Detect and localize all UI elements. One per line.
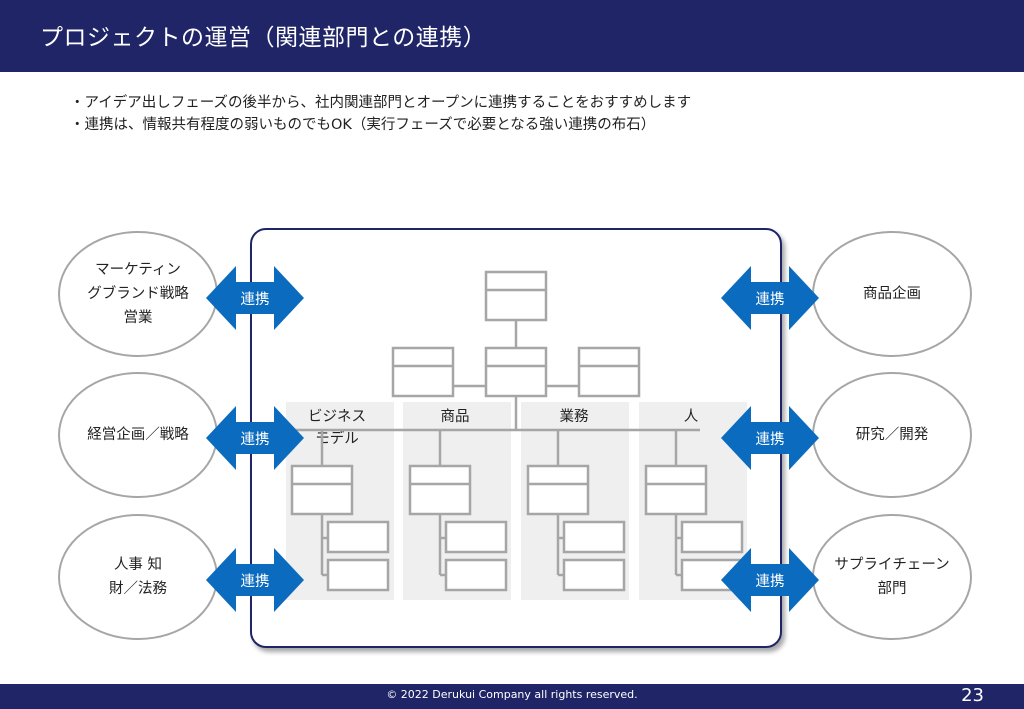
arrow-label: 連携 [755, 431, 785, 448]
link-arrow-right-2: 連携 [721, 406, 819, 470]
dept-label-line: 財／法務 [109, 581, 167, 597]
org-box [644, 464, 708, 516]
arrow-label: 連携 [240, 573, 270, 590]
arrow-label: 連携 [755, 291, 785, 308]
double-arrow-icon [721, 406, 819, 470]
arrow-label: 連携 [240, 431, 270, 448]
dept-research-development: 研究／開発 [812, 372, 972, 498]
arrow-label: 連携 [240, 291, 270, 308]
bullet-list: ・アイデア出しフェーズの後半から、社内関連部門とオープンに連携することをおすすめ… [70, 92, 691, 136]
org-box [562, 558, 626, 592]
dept-label-line: 営業 [123, 310, 153, 326]
dept-product-planning: 商品企画 [812, 231, 972, 357]
bullet-item: ・連携は、情報共有程度の弱いものでもOK（実行フェーズで必要となる強い連携の布石… [70, 117, 656, 133]
double-arrow-icon [206, 548, 304, 612]
double-arrow-icon [721, 548, 819, 612]
arrow-label: 連携 [755, 573, 785, 590]
copyright-text: © 2022 Derukui Company all rights reserv… [386, 688, 638, 701]
slide-header: プロジェクトの運営（関連部門との連携） [0, 0, 1024, 72]
dept-corporate-planning: 経営企画／戦略 [58, 372, 218, 498]
org-box [577, 346, 641, 398]
dept-label-line: 人事 知 [113, 557, 163, 573]
org-box [408, 464, 472, 516]
org-box [562, 520, 626, 554]
dept-hr-legal: 人事 知 財／法務 [58, 514, 218, 640]
slide-title: プロジェクトの運営（関連部門との連携） [40, 25, 487, 51]
org-box [444, 558, 508, 592]
dept-label-line: 商品企画 [863, 286, 921, 302]
dept-marketing: マーケティン グブランド戦略 営業 [58, 231, 218, 357]
dept-label-line: マーケティン [95, 262, 181, 278]
page-number: 23 [961, 685, 984, 706]
org-box [484, 270, 548, 322]
org-box [290, 464, 354, 516]
link-arrow-left-3: 連携 [206, 548, 304, 612]
double-arrow-icon [721, 266, 819, 330]
org-column-label: 業務 [560, 408, 589, 425]
org-box [326, 558, 390, 592]
link-arrow-left-1: 連携 [206, 266, 304, 330]
dept-label-line: グブランド戦略 [87, 286, 189, 302]
bullet-item: ・アイデア出しフェーズの後半から、社内関連部門とオープンに連携することをおすすめ… [70, 95, 692, 111]
org-box [444, 520, 508, 554]
org-column-label: ビジネスモデル [308, 408, 366, 447]
dept-supply-chain: サプライチェーン 部門 [812, 514, 972, 640]
link-arrow-left-2: 連携 [206, 406, 304, 470]
link-arrow-right-1: 連携 [721, 266, 819, 330]
double-arrow-icon [206, 406, 304, 470]
org-box [680, 520, 744, 554]
org-box [526, 464, 590, 516]
org-box [391, 346, 455, 398]
link-arrow-right-3: 連携 [721, 548, 819, 612]
double-arrow-icon [206, 266, 304, 330]
org-column-label: 人 [684, 408, 699, 425]
org-box [326, 520, 390, 554]
org-column-label: 商品 [441, 408, 470, 425]
org-box [484, 346, 548, 398]
dept-label-line: 経営企画／戦略 [87, 427, 189, 443]
dept-label-line: サプライチェーン [834, 557, 950, 573]
dept-label-line: 研究／開発 [855, 427, 929, 443]
slide-footer: © 2022 Derukui Company all rights reserv… [0, 684, 1024, 709]
dept-label-line: 部門 [877, 581, 907, 597]
